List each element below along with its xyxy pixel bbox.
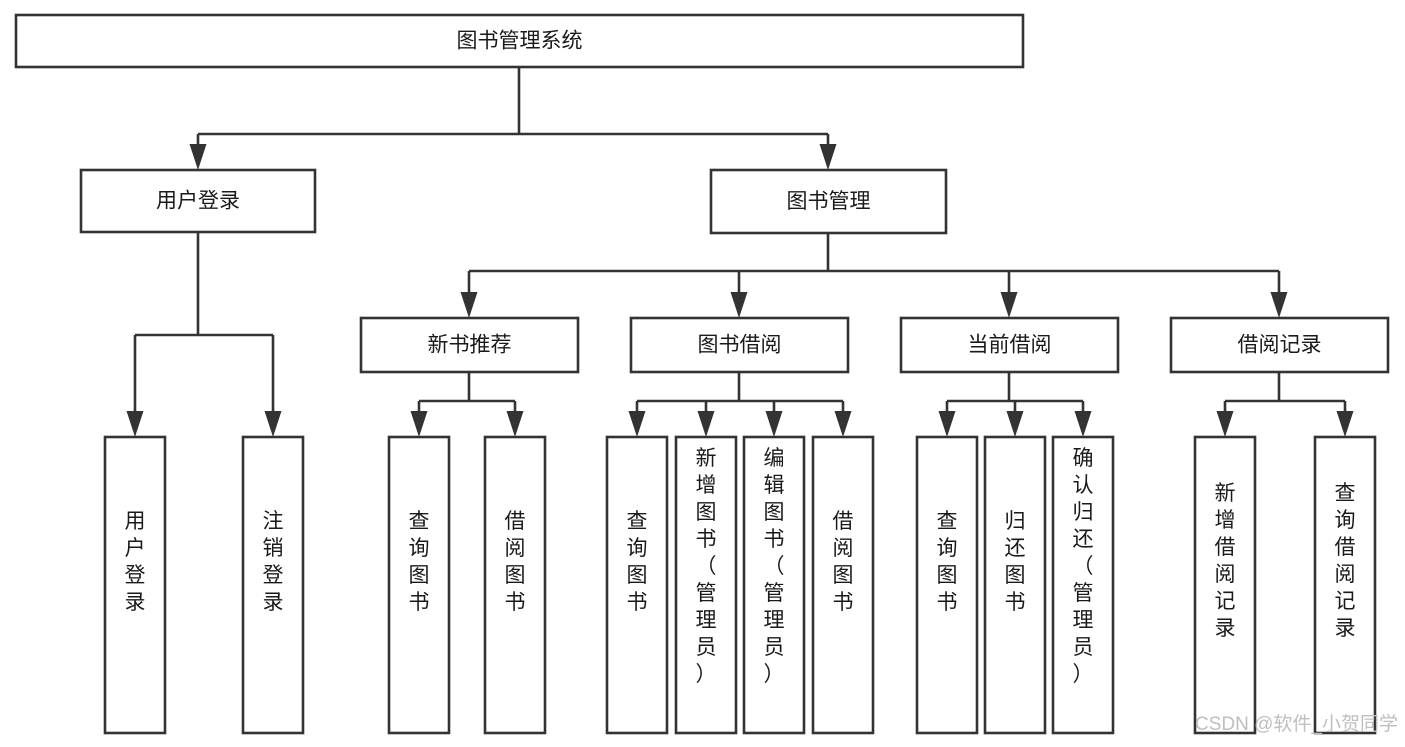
edge-root-to-level2 xyxy=(189,67,837,170)
edge-current-borrow-to-leaves xyxy=(938,372,1092,437)
node-label: 确认归还（管理员） xyxy=(1073,447,1094,686)
node-leaf-user-login[interactable]: 用户登录 xyxy=(103,435,167,735)
node-leaf-query-book-3[interactable]: 查询图书 xyxy=(915,435,979,735)
node-label: 注销登录 xyxy=(263,510,284,614)
node-user-login[interactable]: 用户登录 xyxy=(79,168,317,234)
node-label: 新增图书（管理员） xyxy=(696,447,717,686)
node-label: 编辑图书（管理员） xyxy=(764,447,785,686)
node-root-system[interactable]: 图书管理系统 xyxy=(14,13,1025,69)
node-label: 用户登录 xyxy=(125,510,146,614)
node-label: 图书管理 xyxy=(787,190,871,213)
node-leaf-query-book-1[interactable]: 查询图书 xyxy=(387,435,451,735)
edge-borrow-record-to-leaves xyxy=(1216,372,1354,437)
node-label: 图书管理系统 xyxy=(457,30,583,53)
edge-level2-to-level3 xyxy=(460,233,1288,318)
node-current-borrow[interactable]: 当前借阅 xyxy=(899,316,1120,374)
node-leaf-borrow-book-2[interactable]: 借阅图书 xyxy=(811,435,875,735)
node-book-borrow[interactable]: 图书借阅 xyxy=(629,316,850,374)
node-label: 新增借阅记录 xyxy=(1215,482,1236,640)
node-label: 借阅图书 xyxy=(833,510,854,614)
node-label: 借阅记录 xyxy=(1238,334,1322,357)
node-leaf-add-record[interactable]: 新增借阅记录 xyxy=(1193,435,1257,735)
node-leaf-return-book[interactable]: 归还图书 xyxy=(983,435,1047,735)
node-label: 查询图书 xyxy=(937,510,958,614)
node-layer: 图书管理系统用户登录图书管理新书推荐图书借阅当前借阅借阅记录用户登录注销登录查询… xyxy=(14,13,1390,735)
node-label: 借阅图书 xyxy=(505,510,526,614)
csdn-watermark: CSDN @软件_小贺同学 xyxy=(1195,713,1398,735)
node-label: 查询图书 xyxy=(409,510,430,614)
connector-layer xyxy=(126,67,1354,437)
node-leaf-query-book-2[interactable]: 查询图书 xyxy=(605,435,669,735)
node-book-manage[interactable]: 图书管理 xyxy=(709,168,948,235)
node-borrow-record[interactable]: 借阅记录 xyxy=(1169,316,1390,374)
node-leaf-borrow-book-1[interactable]: 借阅图书 xyxy=(483,435,547,735)
node-leaf-add-book[interactable]: 新增图书（管理员） xyxy=(674,435,738,735)
edge-new-book-to-leaves xyxy=(410,372,524,437)
edge-book-borrow-to-leaves xyxy=(628,372,852,437)
node-new-book-recommend[interactable]: 新书推荐 xyxy=(359,316,580,374)
node-leaf-confirm-return[interactable]: 确认归还（管理员） xyxy=(1051,435,1115,735)
node-label: 查询借阅记录 xyxy=(1335,482,1356,640)
node-label: 当前借阅 xyxy=(968,334,1052,357)
node-label: 查询图书 xyxy=(627,510,648,614)
node-label: 图书借阅 xyxy=(698,334,782,357)
node-leaf-query-record[interactable]: 查询借阅记录 xyxy=(1313,435,1377,735)
node-label: 新书推荐 xyxy=(428,334,512,357)
node-leaf-logout[interactable]: 注销登录 xyxy=(241,435,305,735)
node-label: 用户登录 xyxy=(156,190,240,213)
node-leaf-edit-book[interactable]: 编辑图书（管理员） xyxy=(742,435,806,735)
edge-user-login-to-leaves xyxy=(126,232,282,437)
node-label: 归还图书 xyxy=(1005,510,1026,614)
